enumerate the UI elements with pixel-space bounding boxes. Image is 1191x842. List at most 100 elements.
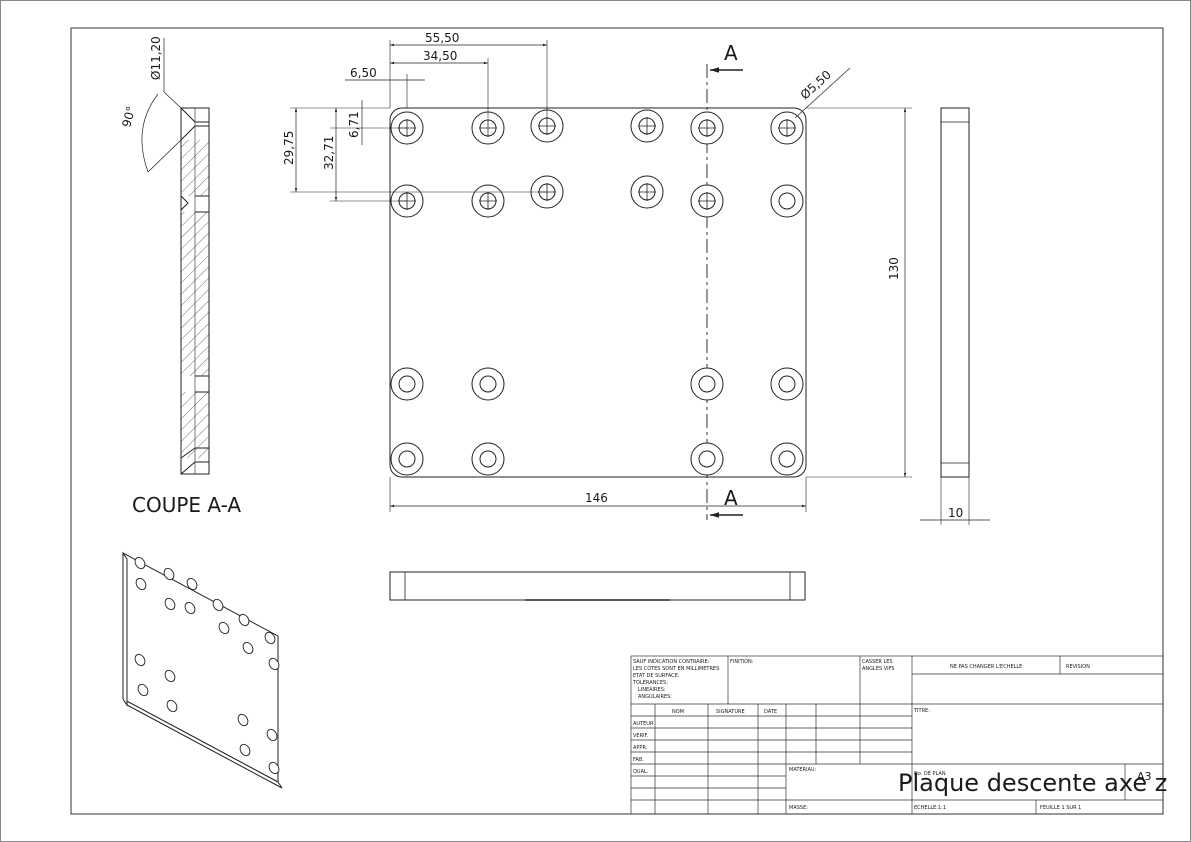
scale-label: ECHELLE:1:1	[914, 805, 946, 811]
section-title: COUPE A-A	[132, 493, 241, 517]
section-view-a-a: Ø11,20 90° COUPE A-A	[119, 36, 241, 517]
iso-hole	[164, 669, 176, 683]
plan-number-label: No. DE PLAN	[914, 771, 946, 777]
iso-hole	[184, 601, 196, 615]
hole-inner	[398, 450, 416, 468]
side-view: 10	[920, 107, 990, 525]
dimension-d4-label: 6,71	[347, 111, 361, 138]
iso-hole	[268, 761, 280, 775]
header-date: DATE	[764, 709, 777, 715]
bottom-plate	[389, 571, 806, 601]
section-diameter-label: Ø11,20	[149, 36, 163, 80]
iso-plate-top	[122, 552, 279, 783]
hole-outer	[770, 367, 804, 401]
hole-inner	[479, 450, 497, 468]
iso-hole	[166, 699, 178, 713]
iso-hole	[186, 577, 198, 591]
dimension-height-label: 130	[887, 257, 901, 280]
section-marker-bottom: A	[724, 486, 738, 510]
general-notes-line: ANGULAIRES:	[638, 694, 672, 700]
sheet-label: FEUILLE 1 SUR 1	[1040, 805, 1081, 811]
hole-outer	[690, 367, 724, 401]
side-thickness-label: 10	[948, 506, 963, 520]
general-notes-line: LES COTES SONT EN MILLIMETRES	[633, 666, 719, 672]
iso-hole	[238, 613, 250, 627]
general-notes-line: TOLERANCES:	[632, 680, 668, 686]
hole-inner	[698, 450, 716, 468]
hole-inner	[778, 375, 796, 393]
iso-plate-edge	[122, 551, 128, 707]
hole-outer	[690, 442, 724, 476]
iso-hole	[164, 597, 176, 611]
angle-arc	[141, 93, 159, 173]
header-signature: SIGNATURE	[716, 709, 745, 715]
iso-hole	[134, 556, 146, 570]
iso-hole	[242, 641, 254, 655]
role-label: AUTEUR	[633, 721, 654, 727]
dimension-line	[163, 91, 182, 109]
iso-hole	[264, 631, 276, 645]
iso-hole	[239, 743, 251, 757]
countersink-cut	[180, 195, 189, 211]
dimension-width-label: 146	[585, 491, 608, 505]
iso-hole	[137, 683, 149, 697]
section-angle-label: 90°	[119, 105, 138, 129]
iso-hole	[268, 657, 280, 671]
break-edges-label: ANGLES VIFS	[862, 666, 895, 672]
drawing-title: Plaque descente axe z	[898, 769, 1167, 797]
hole-outer	[770, 442, 804, 476]
break-edges-label: CASSER LES	[862, 659, 893, 665]
finish-label: FINITION:	[730, 659, 754, 665]
section-marker-top: A	[724, 41, 738, 65]
material-label: MATERIAU:	[789, 767, 817, 773]
dimension-d6-label: 32,71	[322, 136, 336, 170]
titre-label: TITRE:	[913, 708, 930, 714]
dimension-line	[147, 139, 182, 173]
plate-outline	[389, 107, 807, 478]
format-label: A3	[1137, 770, 1152, 783]
hole-inner	[398, 375, 416, 393]
role-label: APPR.	[633, 745, 648, 751]
iso-hole	[266, 728, 278, 742]
iso-hole	[163, 567, 175, 581]
role-label: QUAL.	[633, 769, 649, 775]
mass-label: MASSE:	[789, 805, 808, 811]
hole-diameter-label: Ø5,50	[798, 68, 834, 103]
hole-outer	[471, 367, 505, 401]
iso-hole-pattern	[134, 556, 280, 775]
iso-hole	[134, 653, 146, 667]
front-view: A A 55,50 34,50 6,50 29,75 32,71 6,71 Ø5…	[282, 31, 912, 520]
iso-hole	[218, 621, 230, 635]
general-notes-line: SAUF INDICATION CONTRAIRE:	[633, 659, 710, 665]
iso-hole	[135, 577, 147, 591]
dimension-d5-label: 29,75	[282, 131, 296, 165]
dimension-d3-label: 6,50	[350, 66, 377, 80]
no-scale-label: NE PAS CHANGER L'ECHELLE	[950, 664, 1022, 670]
hole-inner	[778, 192, 796, 210]
dimension-d1-label: 55,50	[425, 31, 459, 45]
sheet-inner-border	[70, 27, 1164, 815]
dimension-d2-label: 34,50	[423, 49, 457, 63]
general-notes-line: LINEAIRES:	[638, 687, 666, 693]
hole-inner	[778, 450, 796, 468]
hole-outer	[770, 184, 804, 218]
iso-hole	[237, 713, 249, 727]
hole-inner	[479, 375, 497, 393]
header-nom: NOM	[672, 709, 684, 715]
title-block-frame	[630, 655, 1164, 815]
revision-label: REVISION	[1066, 664, 1090, 670]
general-notes-line: ETAT DE SURFACE:	[633, 673, 680, 679]
role-label: VERIF.	[633, 733, 649, 739]
side-plate	[940, 107, 970, 478]
bottom-view	[389, 571, 806, 601]
role-label: FAB.	[633, 757, 644, 763]
title-block-text: SAUF INDICATION CONTRAIRE: LES COTES SON…	[632, 659, 1167, 811]
iso-hole	[212, 598, 224, 612]
title-block	[630, 655, 1164, 815]
leader-line	[794, 67, 851, 119]
hole-outer	[390, 442, 424, 476]
hole-outer	[390, 367, 424, 401]
isometric-view	[122, 551, 283, 789]
hole-outer	[471, 442, 505, 476]
